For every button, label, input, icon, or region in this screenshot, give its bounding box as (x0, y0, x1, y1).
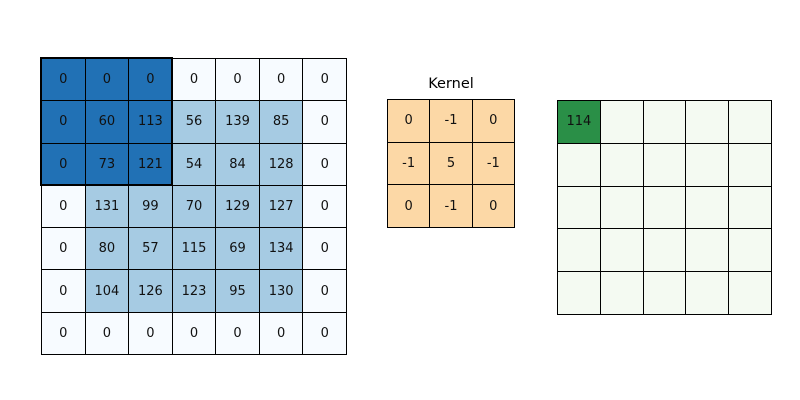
input-cell: 60 (85, 101, 130, 144)
input-cell: 0 (172, 59, 217, 102)
output-cell (600, 143, 644, 187)
output-cell (558, 272, 601, 315)
output-cell (686, 186, 730, 230)
input-cell: 95 (216, 270, 260, 313)
output-cell (558, 229, 601, 273)
output-cell (686, 143, 730, 187)
input-cell: 131 (85, 185, 130, 229)
input-cell: 121 (129, 143, 173, 186)
input-cell: 84 (216, 143, 260, 186)
output-cell (558, 186, 601, 230)
output-cell (558, 143, 601, 187)
output-cell (600, 101, 644, 144)
input-cell: 0 (303, 185, 347, 229)
output-cell (686, 101, 730, 144)
input-cell: 54 (172, 143, 217, 186)
input-cell: 69 (216, 228, 260, 271)
input-cell: 115 (172, 228, 217, 271)
input-cell: 0 (259, 59, 304, 102)
input-cell: 0 (42, 228, 86, 271)
output-cell (729, 186, 772, 230)
input-cell: 0 (303, 270, 347, 313)
output-cell (643, 186, 687, 230)
output-cell (686, 272, 730, 315)
input-cell: 0 (85, 312, 130, 355)
input-cell: 0 (303, 143, 347, 186)
kernel-cell: 0 (472, 100, 515, 143)
input-cell: 123 (172, 270, 217, 313)
input-cell: 0 (216, 312, 260, 355)
output-matrix: 114 (557, 100, 772, 315)
input-cell: 0 (216, 59, 260, 102)
kernel-cell: -1 (472, 142, 515, 186)
kernel-cell: -1 (430, 185, 473, 228)
kernel-title: Kernel (428, 76, 474, 92)
input-cell: 56 (172, 101, 217, 144)
input-cell: 0 (42, 270, 86, 313)
input-cell: 0 (303, 101, 347, 144)
input-cell: 130 (259, 270, 304, 313)
output-cell (643, 272, 687, 315)
input-cell: 139 (216, 101, 260, 144)
input-cell: 0 (259, 312, 304, 355)
input-cell: 0 (42, 101, 86, 144)
output-cell (600, 272, 644, 315)
input-cell: 0 (303, 59, 347, 102)
kernel-cell: -1 (388, 142, 431, 186)
output-cell (729, 272, 772, 315)
input-cell: 0 (172, 312, 217, 355)
kernel-cell: 5 (430, 142, 473, 186)
input-cell: 0 (85, 59, 130, 102)
input-cell: 129 (216, 185, 260, 229)
output-cell (729, 143, 772, 187)
input-cell: 0 (129, 312, 173, 355)
input-cell: 128 (259, 143, 304, 186)
input-cell: 0 (129, 59, 173, 102)
output-cell (600, 186, 644, 230)
output-cell (686, 229, 730, 273)
input-cell: 0 (303, 312, 347, 355)
output-cell (600, 229, 644, 273)
input-cell: 134 (259, 228, 304, 271)
input-cell: 70 (172, 185, 217, 229)
input-cell: 127 (259, 185, 304, 229)
kernel-cell: 0 (472, 185, 515, 228)
output-cell (643, 101, 687, 144)
input-cell: 126 (129, 270, 173, 313)
input-cell: 0 (42, 59, 86, 102)
kernel-cell: 0 (388, 100, 431, 143)
output-cell: 114 (558, 101, 601, 144)
input-cell: 0 (42, 143, 86, 186)
input-cell: 113 (129, 101, 173, 144)
kernel-cell: -1 (430, 100, 473, 143)
input-cell: 57 (129, 228, 173, 271)
input-cell: 80 (85, 228, 130, 271)
input-cell: 0 (303, 228, 347, 271)
input-cell: 0 (42, 185, 86, 229)
output-cell (729, 229, 772, 273)
input-cell: 104 (85, 270, 130, 313)
output-cell (643, 143, 687, 187)
input-cell: 85 (259, 101, 304, 144)
output-cell (643, 229, 687, 273)
kernel-cell: 0 (388, 185, 431, 228)
output-cell (729, 101, 772, 144)
input-cell: 0 (42, 312, 86, 355)
input-cell: 99 (129, 185, 173, 229)
input-cell: 73 (85, 143, 130, 186)
